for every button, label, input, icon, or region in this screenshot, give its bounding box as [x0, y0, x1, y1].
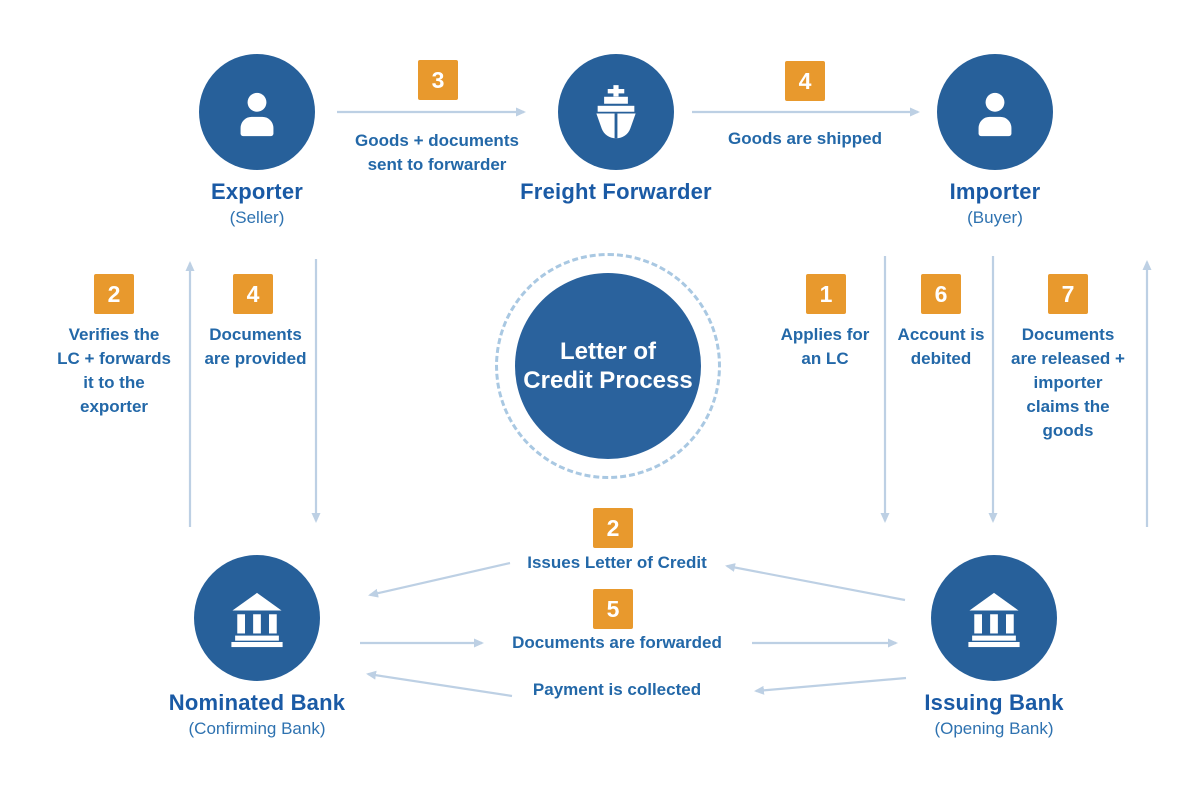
entity-freight-forwarder: Freight Forwarder [496, 54, 736, 205]
step-label-goods-to-forwarder: Goods + documents sent to forwarder [355, 131, 519, 174]
arrow-issuing-to-payment-label [754, 676, 907, 695]
step-label-issues-lc: Issues Letter of Credit [527, 553, 707, 572]
step-badge-documents-forwarded: 5 [593, 589, 633, 629]
entity-subtitle: (Opening Bank) [934, 719, 1054, 738]
step-badge-verifies-lc: 2 [94, 274, 134, 314]
nominated-bank-circle [194, 555, 320, 681]
ship-icon [596, 85, 636, 139]
step-badge-goods-to-forwarder: 3 [418, 60, 458, 100]
arrow-issuing-to-issues-label [725, 563, 906, 602]
step-label-documents-forwarded: Documents are forwarded [512, 633, 722, 652]
entity-name: Importer [949, 179, 1041, 204]
step-label-payment-collected: Payment is collected [532, 680, 702, 699]
center-hub-ring: Letter of Credit Process [495, 253, 721, 479]
entity-name: Exporter [210, 179, 304, 204]
arrow-issues-label-to-nominated [368, 561, 511, 598]
step-label-goods-shipped: Goods are shipped [728, 129, 882, 148]
person-icon [978, 92, 1012, 137]
entity-importer: Importer (Buyer) [875, 54, 1115, 228]
step-label-applies-for-lc: Applies for an LC [780, 325, 870, 368]
entity-name: Issuing Bank [924, 690, 1064, 715]
bank-icon [231, 592, 283, 648]
entity-exporter: Exporter (Seller) [137, 54, 377, 228]
step-badge-applies-for-lc: 1 [806, 274, 846, 314]
arrow-payment-label-to-nominated [366, 670, 513, 698]
step-label-documents-released: Documents are released + importer claims… [1011, 325, 1125, 440]
bank-icon [968, 592, 1020, 648]
person-icon [240, 92, 274, 137]
center-hub-circle: Letter of Credit Process [515, 273, 701, 459]
entity-subtitle: (Seller) [229, 208, 285, 227]
freight-forwarder-circle [558, 54, 674, 170]
entity-name: Nominated Bank [168, 690, 346, 715]
step-badge-issues-lc: 2 [593, 508, 633, 548]
step-label-documents-provided: Documents are provided [204, 325, 307, 368]
step-label-account-debited: Account is debited [897, 325, 985, 368]
step-label-verifies-lc: Verifies the LC + forwards it to the exp… [57, 325, 171, 416]
entity-subtitle: (Buyer) [967, 208, 1023, 227]
importer-circle [937, 54, 1053, 170]
step-badge-goods-shipped: 4 [785, 61, 825, 101]
step-badge-account-debited: 6 [921, 274, 961, 314]
entity-nominated-bank: Nominated Bank (Confirming Bank) [137, 555, 377, 739]
entity-issuing-bank: Issuing Bank (Opening Bank) [874, 555, 1114, 739]
issuing-bank-circle [931, 555, 1057, 681]
step-badge-documents-released: 7 [1048, 274, 1088, 314]
center-hub-title: Letter of Credit Process [523, 338, 693, 394]
step-badge-documents-provided: 4 [233, 274, 273, 314]
entity-subtitle: (Confirming Bank) [188, 719, 326, 738]
entity-name: Freight Forwarder [520, 179, 712, 204]
exporter-circle [199, 54, 315, 170]
